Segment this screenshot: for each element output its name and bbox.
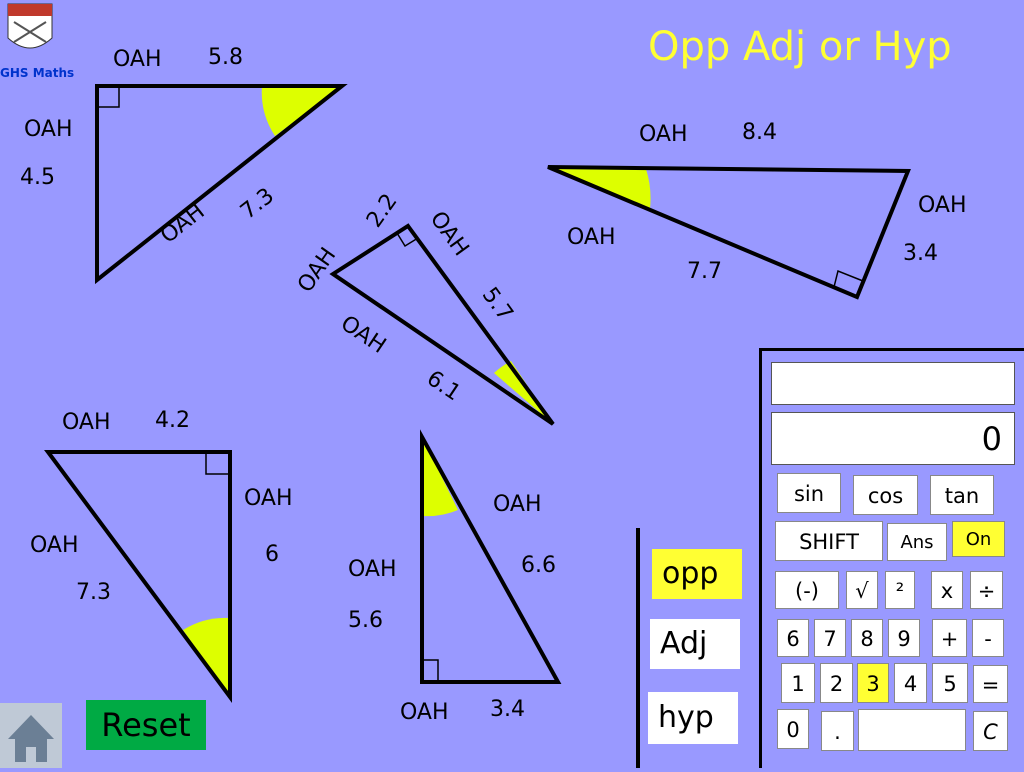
right-angle-1	[97, 86, 120, 108]
t5-right-num: 6.6	[521, 553, 556, 578]
right-angle-5	[422, 659, 439, 682]
key-5[interactable]: 5	[932, 663, 968, 703]
t3-bottom-word[interactable]: OAH	[567, 225, 616, 250]
crest-icon	[7, 3, 53, 49]
triangle-2	[329, 223, 555, 426]
key-2[interactable]: 2	[820, 663, 853, 703]
t5-bottom-num: 3.4	[490, 697, 525, 722]
angle-marker-4	[183, 617, 230, 697]
calculator-input-display	[771, 362, 1015, 405]
calculator: 0 sin cos tan SHIFT Ans On (-) √ ² x ÷ 6…	[759, 348, 1024, 768]
triangle-2-outline	[329, 223, 555, 426]
key-equals[interactable]: =	[973, 665, 1008, 703]
key-9[interactable]: 9	[888, 619, 920, 657]
triangle-5-outline	[420, 429, 562, 684]
t4-top-num: 4.2	[155, 408, 190, 433]
key-ans[interactable]: Ans	[887, 523, 947, 561]
triangle-1-outline	[95, 84, 348, 285]
answer-opp-button[interactable]: opp	[652, 549, 742, 599]
t1-left-word[interactable]: OAH	[24, 117, 73, 142]
key-7[interactable]: 7	[814, 619, 846, 657]
key-minus[interactable]: -	[972, 619, 1004, 657]
right-angle-4	[205, 452, 230, 475]
key-shift[interactable]: SHIFT	[775, 521, 883, 561]
key-divide[interactable]: ÷	[970, 571, 1003, 609]
t3-top-num: 8.4	[742, 120, 777, 145]
key-4[interactable]: 4	[894, 663, 927, 703]
angle-marker-2	[494, 361, 553, 424]
key-negative[interactable]: (-)	[775, 571, 839, 609]
t5-left-word[interactable]: OAH	[348, 557, 397, 582]
t4-top-word[interactable]: OAH	[62, 410, 111, 435]
triangle-3	[547, 165, 911, 300]
t4-right-num: 6	[265, 542, 279, 567]
key-1[interactable]: 1	[781, 663, 815, 703]
logo-text: GHS Maths	[0, 66, 75, 80]
t1-left-num: 4.5	[20, 165, 55, 190]
key-3[interactable]: 3	[857, 663, 889, 703]
divider-line	[636, 528, 640, 768]
reset-button[interactable]: Reset	[86, 700, 206, 750]
triangle-1	[95, 84, 348, 285]
key-blank[interactable]	[858, 709, 966, 751]
key-sin[interactable]: sin	[777, 473, 841, 513]
key-tan[interactable]: tan	[930, 475, 994, 515]
t3-right-word[interactable]: OAH	[918, 193, 967, 218]
key-plus[interactable]: +	[932, 619, 967, 657]
right-angle-3	[833, 269, 864, 288]
home-button[interactable]	[0, 703, 62, 768]
t4-hyp-num: 7.3	[76, 580, 111, 605]
t5-right-word[interactable]: OAH	[493, 492, 542, 517]
answer-adj-button[interactable]: Adj	[650, 619, 740, 669]
triangle-4-outline	[44, 450, 232, 704]
triangle-5	[420, 429, 562, 684]
triangle-3-outline	[547, 165, 911, 300]
school-logo: GHS Maths	[0, 0, 74, 90]
t5-bottom-word[interactable]: OAH	[400, 700, 449, 725]
t4-right-word[interactable]: OAH	[244, 486, 293, 511]
t5-left-num: 5.6	[348, 608, 383, 633]
key-cos[interactable]: cos	[853, 475, 918, 515]
t3-top-word[interactable]: OAH	[639, 122, 688, 147]
t3-bottom-num: 7.7	[687, 259, 722, 284]
right-angle-2	[396, 232, 419, 248]
calculator-result-display: 0	[771, 412, 1015, 465]
key-0[interactable]: 0	[777, 709, 809, 749]
key-clear[interactable]: C	[973, 711, 1008, 751]
angle-marker-1	[261, 86, 342, 136]
key-multiply[interactable]: x	[931, 571, 963, 609]
t4-hyp-word[interactable]: OAH	[30, 533, 79, 558]
key-dot[interactable]: .	[821, 711, 854, 751]
answer-hyp-button[interactable]: hyp	[648, 692, 738, 744]
page-title: Opp Adj or Hyp	[648, 24, 952, 70]
key-on[interactable]: On	[952, 521, 1005, 557]
key-sqrt[interactable]: √	[846, 571, 878, 609]
t3-right-num: 3.4	[903, 241, 938, 266]
key-8[interactable]: 8	[851, 619, 883, 657]
key-6[interactable]: 6	[777, 619, 809, 657]
t1-top-num: 5.8	[208, 45, 243, 70]
key-square[interactable]: ²	[885, 571, 915, 609]
t1-top-word[interactable]: OAH	[113, 47, 162, 72]
home-icon	[8, 715, 54, 762]
triangle-4	[44, 450, 232, 704]
